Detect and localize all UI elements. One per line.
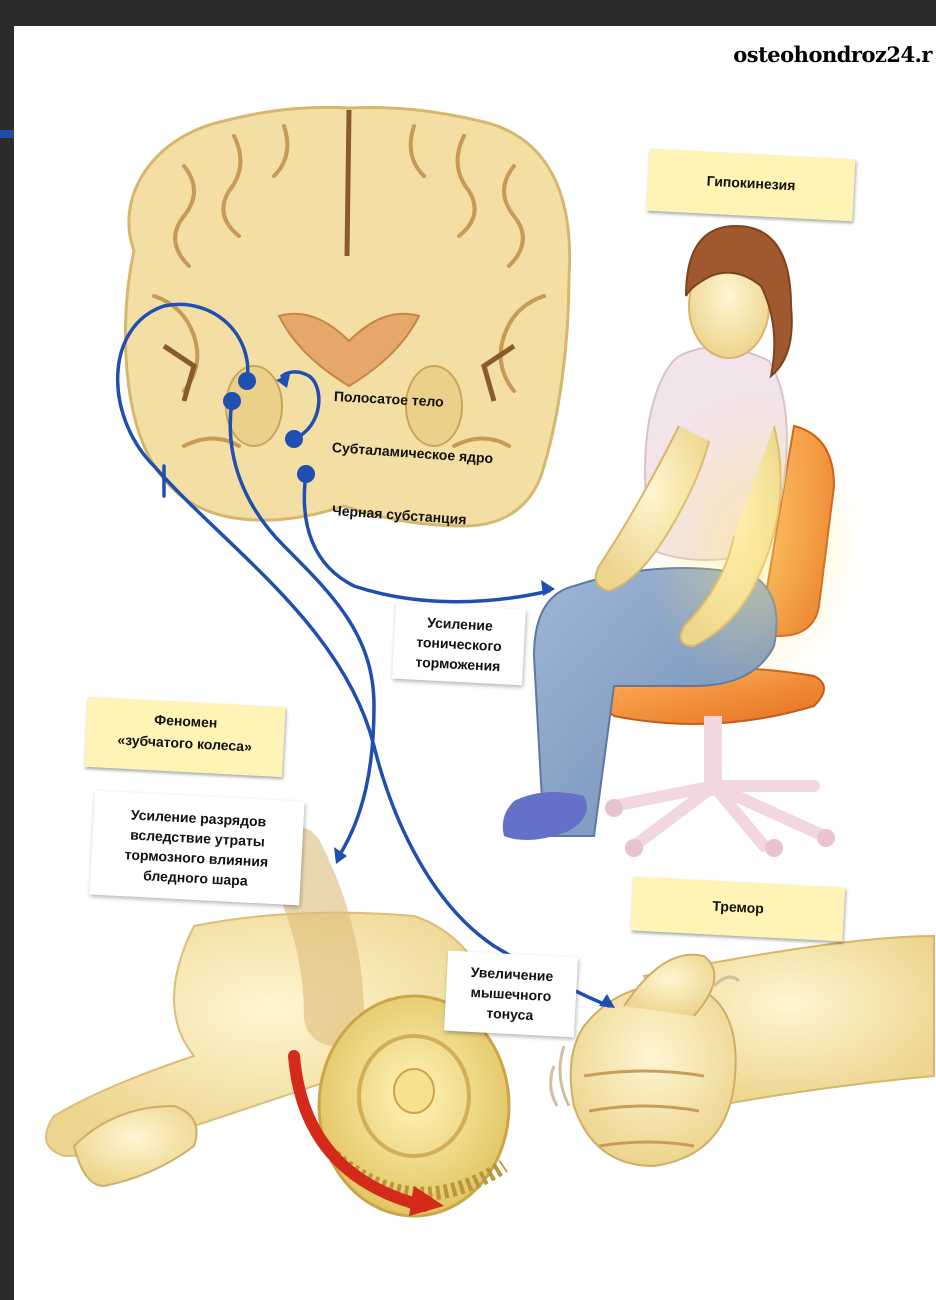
cogwheel-arm-figure bbox=[46, 856, 509, 1216]
tremor-fist-figure bbox=[551, 936, 934, 1166]
plate-tremor: Тремор bbox=[631, 876, 846, 941]
left-dark-bar bbox=[0, 0, 14, 1300]
site-watermark: osteohondroz24.r bbox=[733, 42, 932, 67]
plate-hypokinesia: Гипокинезия bbox=[647, 149, 856, 222]
brain-section bbox=[125, 107, 569, 526]
dot-subthalamic bbox=[285, 430, 303, 448]
dot-striatum-upper bbox=[238, 372, 256, 390]
plate-cogwheel-phenomenon: Феномен «зубчатого колеса» bbox=[84, 697, 285, 777]
top-dark-bar bbox=[0, 0, 936, 26]
caption-increased-discharges: Усиление разрядов вследствие утраты торм… bbox=[89, 791, 304, 906]
caption-tonic-inhibition: Усиление тонического торможения bbox=[392, 603, 526, 686]
caption-increased-muscle-tone: Увеличение мышечного тонуса bbox=[444, 951, 578, 1038]
illustration-canvas: osteohondroz24.r Полосатое тело Субталам… bbox=[14, 26, 936, 1300]
left-blue-accent bbox=[0, 130, 14, 138]
dot-striatum-lower bbox=[223, 392, 241, 410]
dot-substantia-nigra bbox=[297, 465, 315, 483]
